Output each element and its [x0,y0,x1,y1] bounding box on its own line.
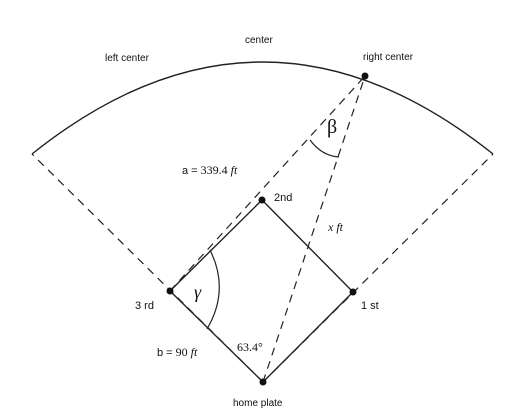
segment-a [169,75,366,292]
left-center-label: left center [105,53,150,64]
second-base-label: 2nd [274,192,292,204]
center-label: center [245,35,273,46]
home-plate-point [259,378,267,386]
gamma-symbol: γ [194,282,202,302]
beta-symbol: β [327,116,337,138]
left-foul-line [31,153,264,383]
outfield-arc [31,61,494,155]
right-foul-line [262,153,494,383]
third-base-label: 3 rd [135,300,154,312]
third-base-point [166,287,174,295]
right-center-point [361,72,369,80]
first-base-point [349,288,357,296]
second-base-point [258,196,266,204]
home-angle-label: 63.4° [237,340,263,354]
gamma-angle-arc [206,249,220,330]
first-base-label: 1 st [361,300,379,312]
segment-x [262,75,366,383]
beta-angle-arc [309,139,340,158]
home-plate-label: home plate [233,398,283,409]
right-center-label: right center [363,52,414,63]
